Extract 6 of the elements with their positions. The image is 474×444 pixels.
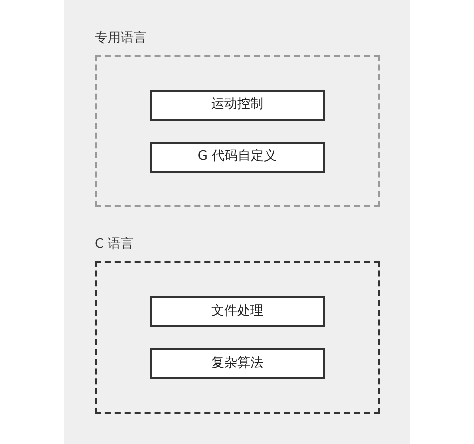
group-heading: 专用语言 — [95, 31, 147, 47]
process-box: 复杂算法 — [150, 348, 325, 379]
process-box: 文件处理 — [150, 296, 325, 327]
process-box: G 代码自定义 — [150, 142, 325, 172]
group-heading: C 语言 — [95, 237, 134, 253]
process-box: 运动控制 — [150, 90, 325, 120]
